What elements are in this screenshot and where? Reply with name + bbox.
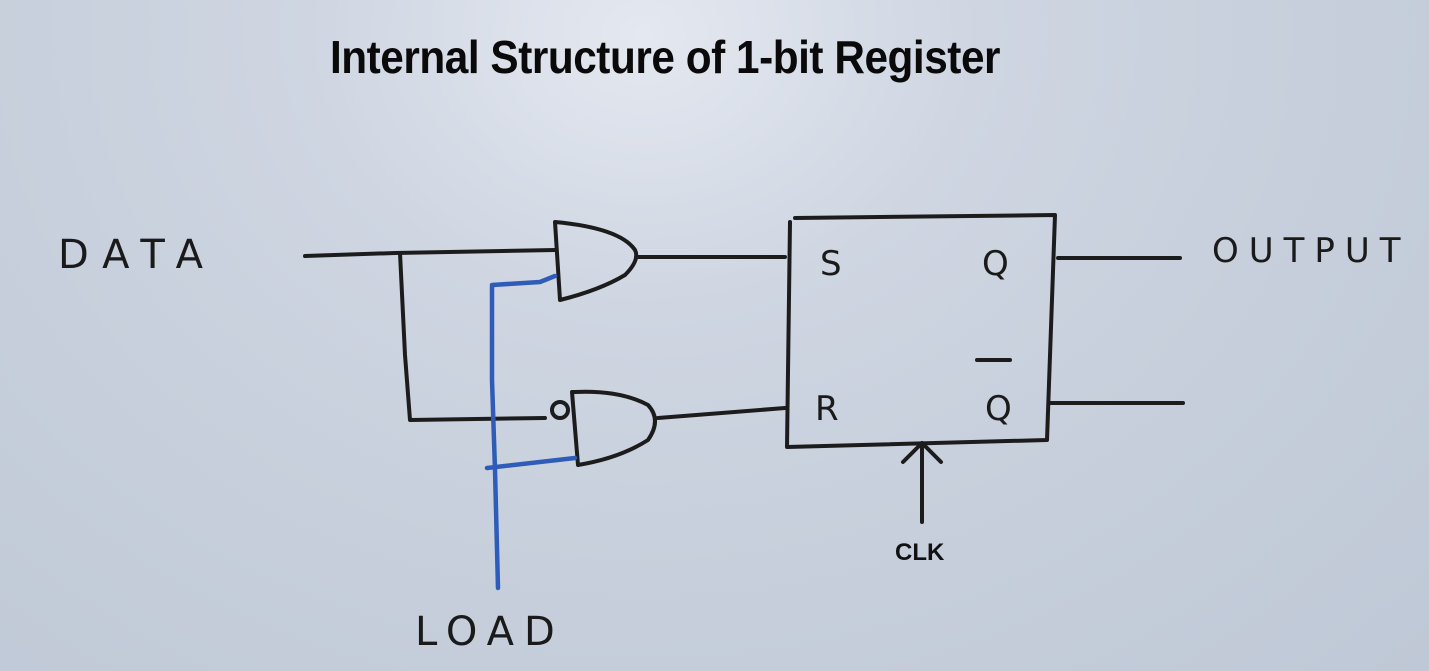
data-branch-wire: [398, 251, 547, 422]
load-wire: [489, 273, 558, 591]
set-pin-label: S: [820, 244, 842, 284]
q-pin-label: Q: [982, 244, 1009, 284]
load-branch-wire: [484, 455, 578, 471]
load-label: LOAD: [415, 609, 565, 655]
reset-pin-label: R: [815, 389, 839, 429]
inverter-bubble: [550, 400, 570, 420]
data-wire: [303, 248, 557, 258]
clock-arrow: [901, 441, 943, 524]
output-label: OUTPUT: [1212, 231, 1411, 271]
flipflop-box: [785, 213, 1057, 449]
q-bar-pin-label: Q: [985, 389, 1012, 429]
and-gate-set: [553, 220, 639, 302]
reset-wire: [656, 406, 787, 420]
clock-label: CLK: [895, 539, 945, 566]
and-gate-reset: [570, 389, 657, 467]
data-label: DATA: [58, 232, 217, 278]
diagram-title: Internal Structure of 1-bit Register: [329, 31, 1001, 83]
